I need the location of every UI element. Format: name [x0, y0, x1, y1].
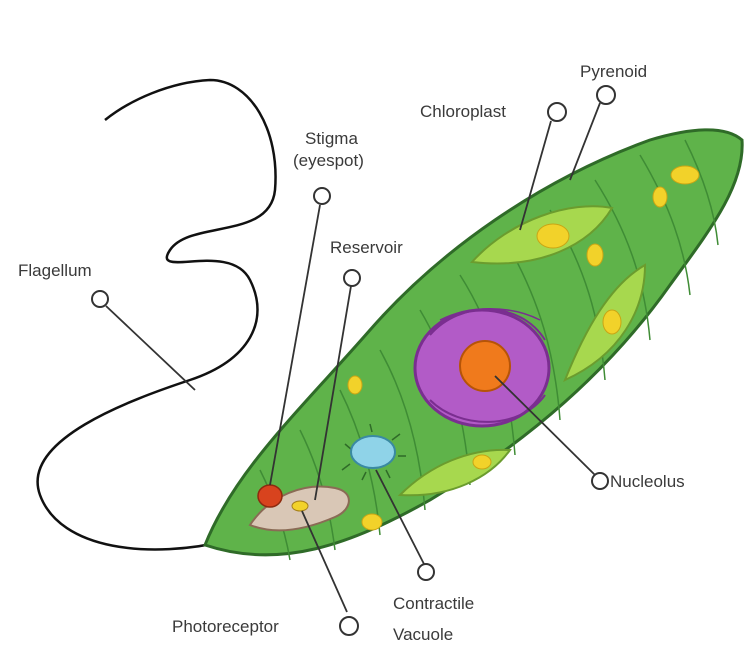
label-reservoir: Reservoir: [330, 238, 403, 257]
flagellum: [36, 78, 277, 551]
stigma: [257, 484, 283, 508]
contractile-marker: [417, 563, 435, 581]
label-chloroplast: Chloroplast: [420, 102, 506, 121]
stigma-marker: [313, 187, 331, 205]
nucleolus-marker: [591, 472, 609, 490]
label-circles: [91, 85, 616, 636]
pyrenoid: [361, 513, 383, 531]
pyrenoid: [670, 165, 700, 185]
contractile-vacuole: [341, 423, 406, 481]
label-contractile-line1: Contractile: [393, 594, 474, 613]
chloroplast-marker: [547, 102, 567, 122]
photoreceptor-marker: [339, 616, 359, 636]
flagellum-marker: [91, 290, 109, 308]
label-nucleolus: Nucleolus: [610, 472, 685, 491]
label-stigma-line2: (eyespot): [293, 151, 364, 170]
pyrenoid-marker: [596, 85, 616, 105]
label-pyrenoid: Pyrenoid: [580, 62, 647, 81]
pyrenoid: [472, 454, 492, 470]
label-contractile-line2: Vacuole: [393, 625, 453, 644]
pyrenoid: [602, 309, 622, 335]
leader-lines: [105, 102, 601, 613]
label-photoreceptor: Photoreceptor: [172, 617, 279, 636]
pyrenoid: [347, 375, 363, 395]
photoreceptor: [291, 500, 309, 512]
pyrenoid: [536, 223, 570, 249]
pyrenoid: [652, 186, 668, 208]
pyrenoids: [347, 165, 700, 531]
pyrenoid: [586, 243, 604, 267]
label-flagellum: Flagellum: [18, 261, 92, 280]
label-stigma-line1: Stigma: [305, 129, 358, 148]
reservoir-marker: [343, 269, 361, 287]
